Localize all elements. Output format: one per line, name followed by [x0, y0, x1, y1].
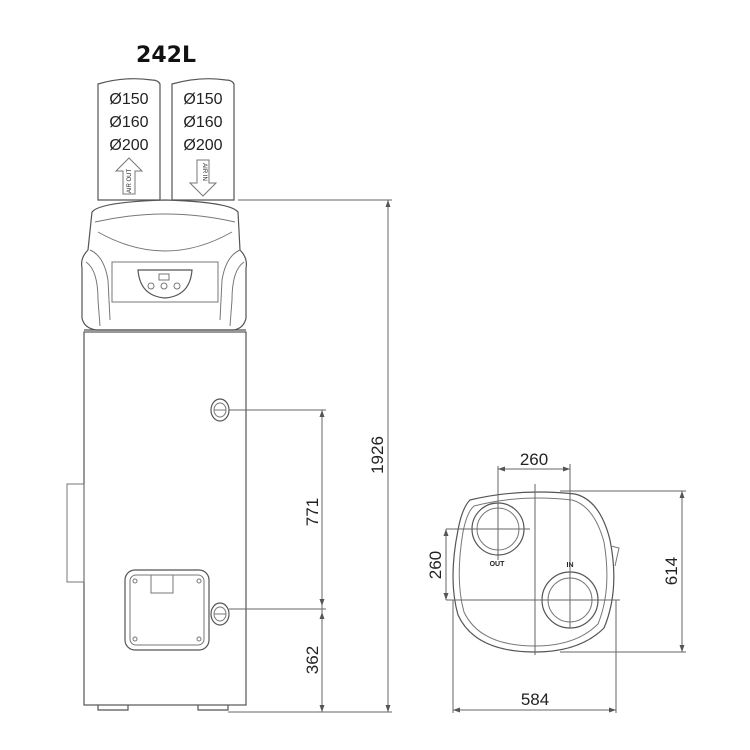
button-left-icon: [147, 282, 155, 290]
dim-vertical-spacing: 260: [426, 551, 445, 579]
control-panel: [137, 269, 193, 299]
duct-air-in: Ø150 Ø160 Ø200 AIR IN: [171, 78, 235, 201]
lower-connector-icon: [210, 602, 230, 626]
air-out-label: AIR OUT: [127, 169, 133, 194]
duct-in-diameter-3: Ø200: [183, 137, 222, 154]
side-dimensions: 1926 771 362: [228, 199, 392, 713]
dim-depth: 614: [662, 557, 681, 585]
model-title: 242L: [136, 43, 196, 68]
arrow-up-icon: [114, 157, 144, 195]
outlet-label: OUT: [490, 561, 506, 568]
heat-pump-head: [81, 199, 247, 331]
tank-body: [66, 331, 247, 711]
display-icon: [158, 273, 170, 281]
dim-horizontal-spacing: 260: [520, 450, 548, 469]
side-junction-box: [66, 483, 85, 583]
duct-out-diameter-2: Ø160: [109, 114, 148, 131]
dim-bottom-connection: 362: [303, 646, 322, 674]
air-in-label: AIR IN: [201, 163, 207, 181]
top-view: OUT IN 260 260 614 584: [426, 450, 686, 713]
upper-connector-icon: [210, 398, 230, 422]
access-panel: [124, 569, 210, 651]
duct-in-diameter-2: Ø160: [183, 114, 222, 131]
duct-out-diameter-3: Ø200: [109, 137, 148, 154]
button-right-icon: [173, 282, 181, 290]
dim-connection-spacing: 771: [303, 498, 322, 526]
button-center-icon: [160, 282, 168, 290]
duct-air-out: Ø150 Ø160 Ø200 AIR OUT: [97, 78, 161, 201]
dim-total-height: 1926: [368, 436, 387, 474]
duct-in-diameter-1: Ø150: [183, 91, 222, 108]
dim-width: 584: [521, 690, 549, 709]
arrow-down-icon: [188, 159, 218, 197]
duct-out-diameter-1: Ø150: [109, 91, 148, 108]
